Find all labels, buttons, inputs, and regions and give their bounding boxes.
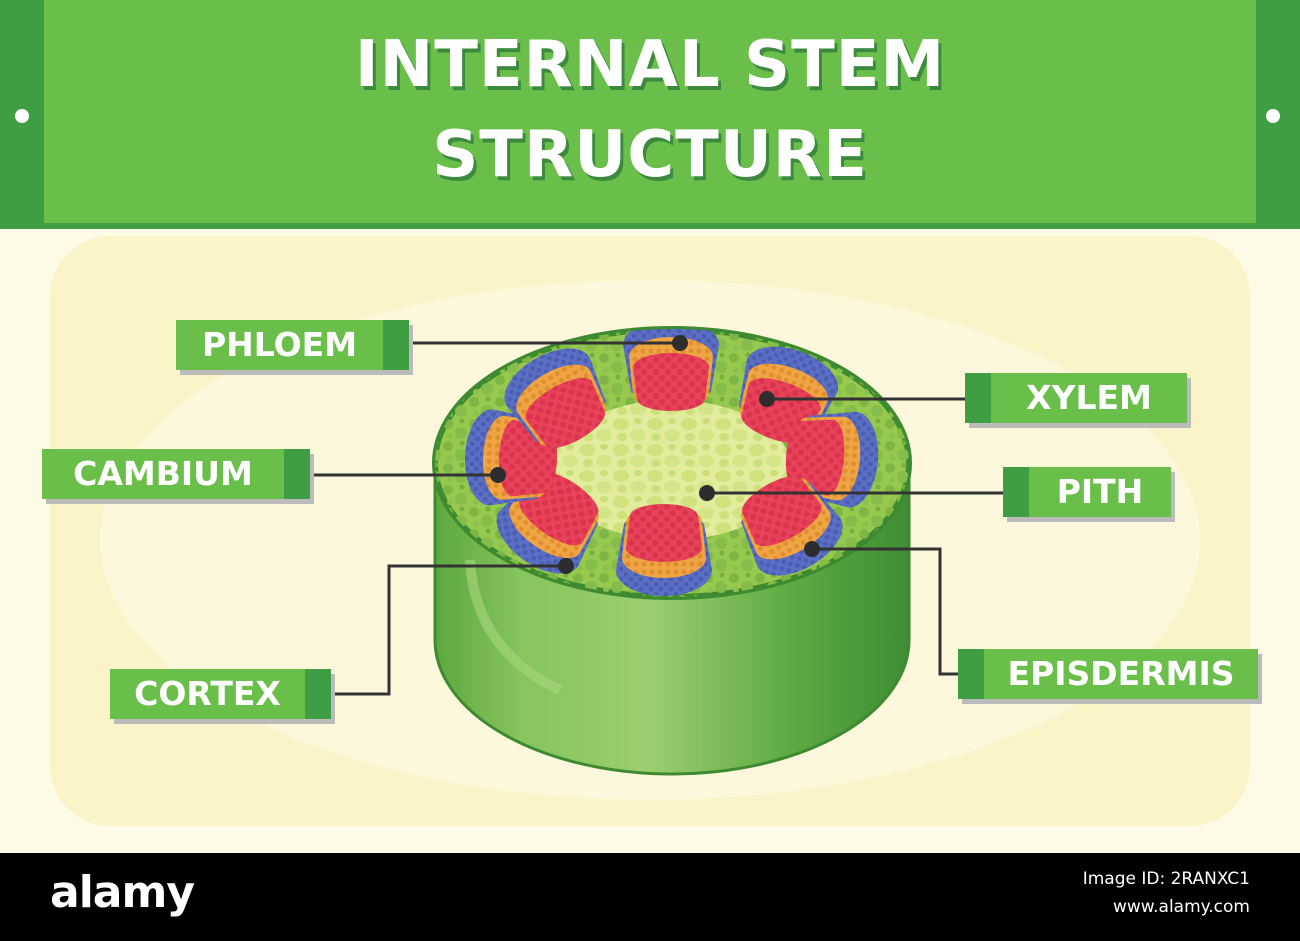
banner-edge — [0, 223, 1300, 229]
dot-cambium — [490, 467, 506, 483]
dot-phloem — [672, 335, 688, 351]
leader-cortex — [331, 564, 566, 696]
vascular-bundle — [623, 329, 719, 411]
brand-logo: alamy — [50, 867, 195, 918]
label-epidermis-text: EPISDERMIS — [1007, 654, 1235, 693]
label-xylem: XYLEM — [965, 373, 1187, 423]
poster: INTERNAL STEM STRUCTURE — [0, 0, 1300, 853]
banner-hole-right — [1266, 109, 1280, 123]
label-pith-text: PITH — [1056, 472, 1144, 511]
vascular-bundle — [785, 411, 879, 508]
leader-epidermis — [812, 547, 958, 676]
label-tab — [284, 449, 310, 499]
stem-highlight — [465, 559, 563, 695]
label-phloem-text: PHLOEM — [201, 325, 358, 364]
label-cortex: CORTEX — [110, 669, 331, 719]
label-tab — [1003, 467, 1029, 517]
label-tab — [965, 373, 991, 423]
vascular-bundle — [504, 348, 606, 449]
title-line-2: STRUCTURE — [432, 118, 868, 192]
dot-epidermis — [804, 541, 820, 557]
stem-diagram — [310, 326, 1003, 776]
label-cambium-text: CAMBIUM — [73, 454, 253, 493]
label-xylem-text: XYLEM — [1026, 378, 1152, 417]
label-epidermis: EPISDERMIS — [958, 649, 1258, 699]
pith-cells — [552, 400, 792, 540]
label-tab — [305, 669, 331, 719]
leader-lines — [310, 341, 1003, 696]
title-banner: INTERNAL STEM STRUCTURE — [0, 0, 1300, 229]
label-pith: PITH — [1003, 467, 1171, 517]
label-tab — [958, 649, 984, 699]
dot-xylem — [759, 391, 775, 407]
dot-pith — [699, 485, 715, 501]
vascular-bundle — [616, 504, 712, 596]
label-tab — [383, 320, 409, 370]
label-phloem: PHLOEM — [176, 320, 409, 370]
image-id: Image ID: 2RANXC1 — [1082, 869, 1250, 889]
label-cortex-text: CORTEX — [134, 674, 281, 713]
label-cambium: CAMBIUM — [42, 449, 310, 499]
site-url: www.alamy.com — [1112, 897, 1250, 917]
vascular-bundles — [464, 329, 879, 596]
watermark-footer: alamy Image ID: 2RANXC1 www.alamy.com — [0, 853, 1300, 941]
dot-cortex — [558, 558, 574, 574]
title-line-1: INTERNAL STEM — [354, 28, 946, 102]
banner-hole-left — [15, 109, 29, 123]
leader-dots — [490, 335, 820, 574]
